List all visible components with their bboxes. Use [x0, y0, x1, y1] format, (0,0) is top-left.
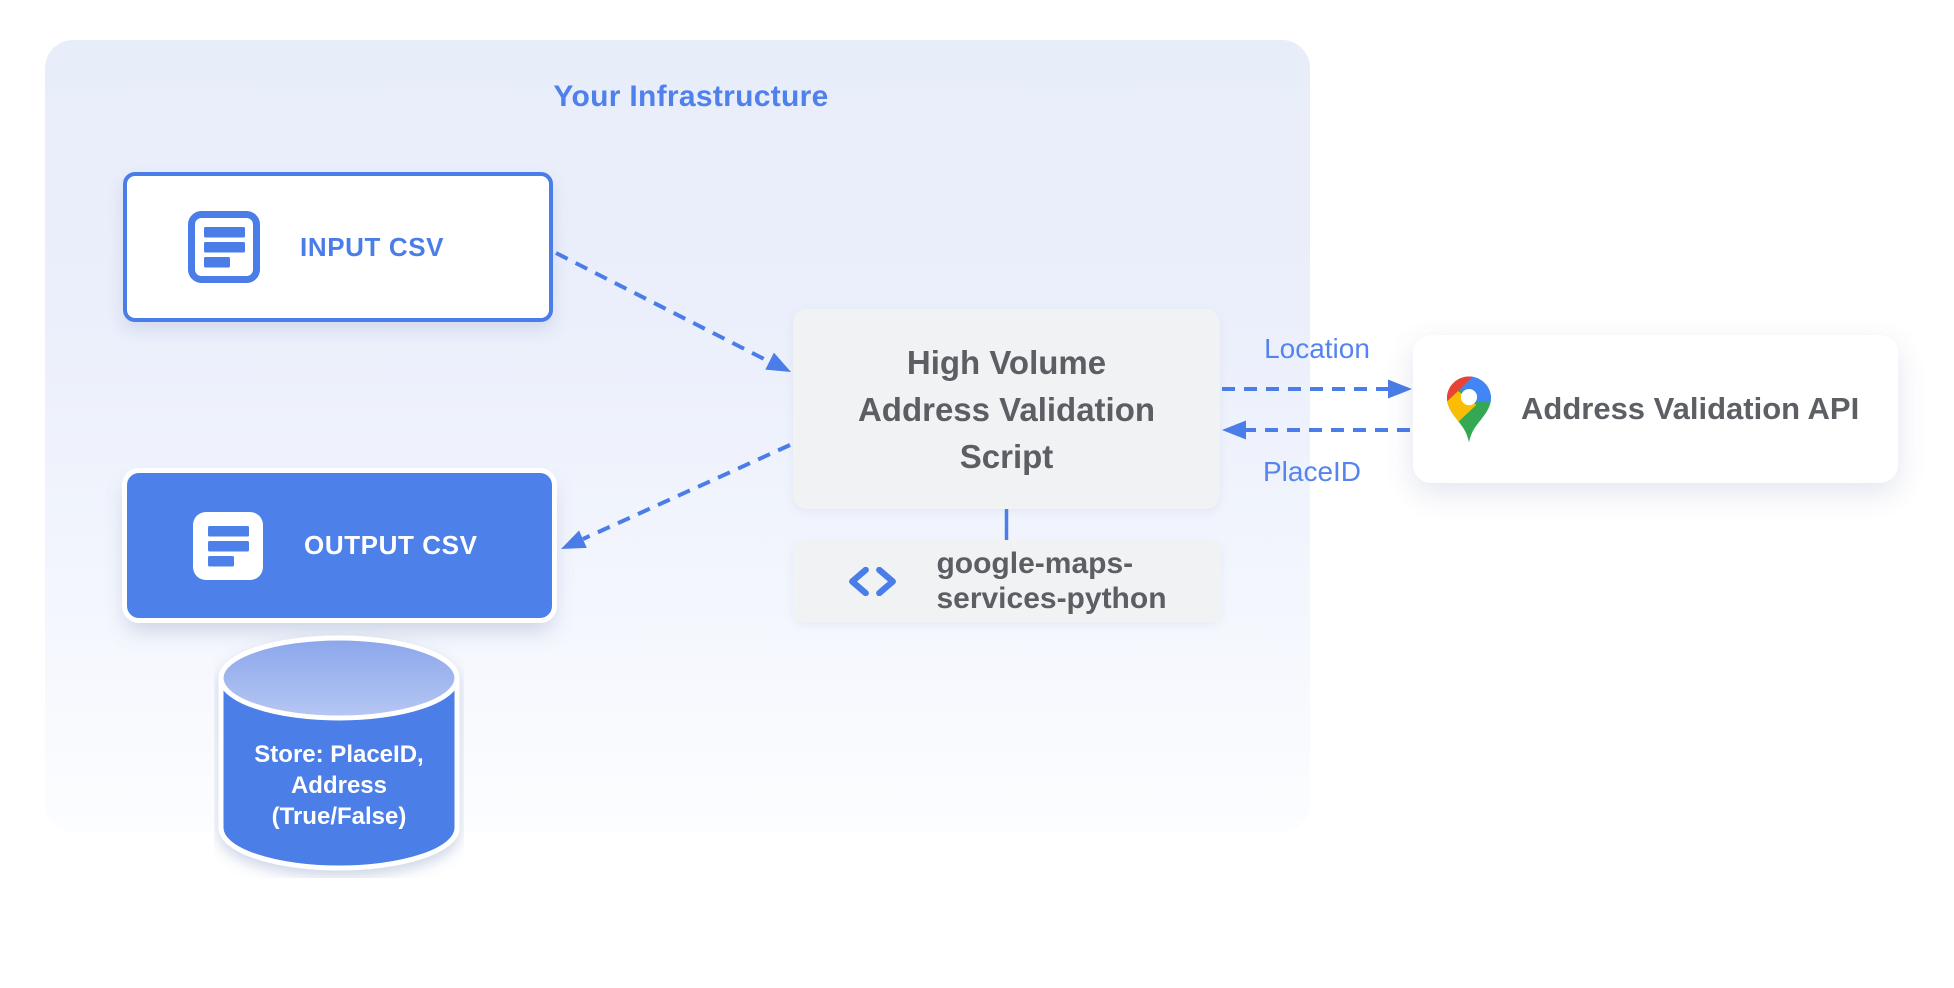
script-node: High Volume Address Validation Script — [793, 309, 1220, 509]
input-csv-node: INPUT CSV — [123, 172, 553, 322]
arrowhead-into-api — [1388, 379, 1412, 399]
output-csv-label: OUTPUT CSV — [304, 530, 478, 560]
datastore-label: Store: PlaceID, Address (True/False) — [254, 741, 424, 830]
library-label: google-maps- services-python — [936, 547, 1167, 615]
code-icon — [849, 566, 897, 596]
library-node: google-maps- services-python — [793, 540, 1221, 622]
datastore-cylinder — [218, 635, 460, 871]
api-label: Address Validation API — [1521, 391, 1860, 426]
input-csv-label: INPUT CSV — [300, 231, 445, 262]
google-maps-pin-icon — [1447, 376, 1491, 442]
document-icon — [188, 211, 260, 283]
api-node: Address Validation API — [1413, 335, 1898, 483]
infrastructure-title: Your Infrastructure — [553, 80, 829, 113]
placeid-flow-label: PlaceID — [1262, 456, 1362, 487]
output-csv-node: OUTPUT CSV — [127, 473, 552, 618]
document-icon — [193, 511, 263, 580]
location-flow-label: Location — [1264, 333, 1370, 364]
